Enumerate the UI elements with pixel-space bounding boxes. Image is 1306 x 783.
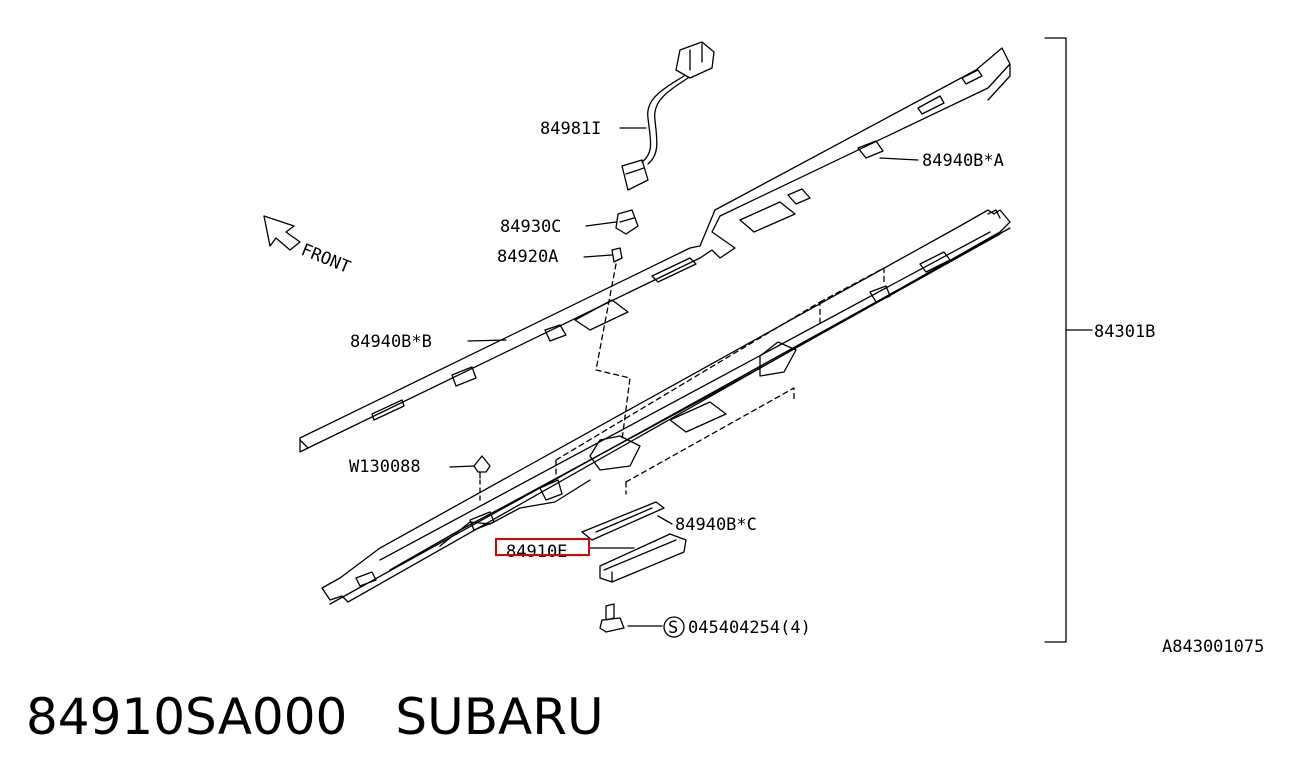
label-84920A[interactable]: 84920A [497,247,558,267]
label-045404254[interactable]: 045404254(4) [688,618,811,638]
label-84940B-C[interactable]: 84940B*C [675,515,757,535]
front-arrow-icon [263,215,301,251]
clip-drawing [473,455,491,479]
screw-drawing [599,603,625,633]
label-84940B-A[interactable]: 84940B*A [922,151,1004,171]
label-84981I[interactable]: 84981I [540,119,601,139]
upper-pad-drawing [299,47,1011,453]
label-84910E[interactable]: 84910E [506,542,567,562]
label-W130088[interactable]: W130088 [349,457,421,477]
diagram-code: A843001075 [1162,637,1264,657]
housing-drawing [321,209,1011,605]
pad-c-drawing [581,501,665,541]
highlight-box [495,538,590,556]
screw-symbol-letter: S [668,618,678,638]
lens-drawing [599,533,687,583]
label-84301B[interactable]: 84301B [1094,322,1155,342]
socket-drawing [595,209,639,441]
label-84930C[interactable]: 84930C [500,217,561,237]
part-number: 84910SA000 [26,688,348,746]
screw-symbol-circle [663,616,685,638]
leader-lines [449,37,1093,643]
brand-name: SUBARU [395,688,604,746]
footer: 84910SA000 SUBARU [26,688,604,746]
harness-drawing [621,41,715,191]
front-label: FRONT [298,240,353,278]
label-84940B-B[interactable]: 84940B*B [350,332,432,352]
